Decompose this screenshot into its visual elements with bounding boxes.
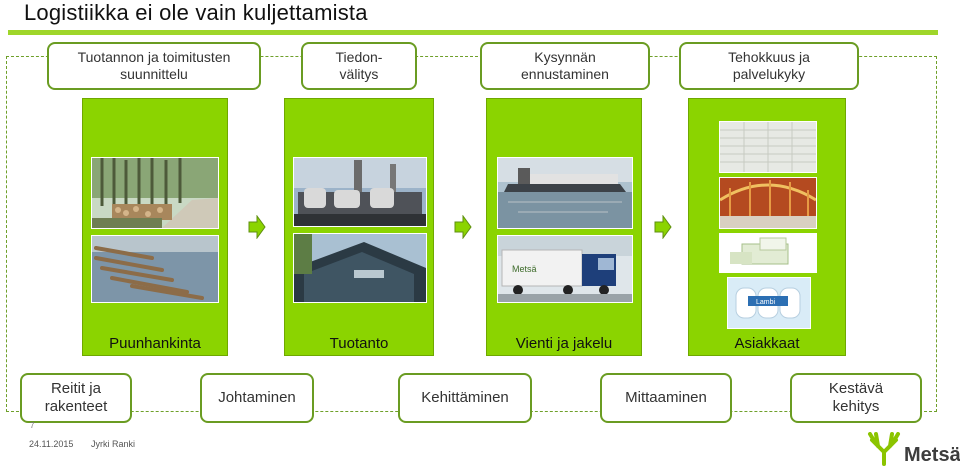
- stage-label: Vienti ja jakelu: [515, 335, 613, 352]
- svg-text:Metsä: Metsä: [512, 264, 537, 274]
- mill-photo: [293, 157, 427, 227]
- logs-water-photo: [91, 235, 219, 303]
- forest-road-photo: [91, 157, 219, 229]
- bottom-box-routes: Reitit ja rakenteet: [20, 373, 132, 423]
- slide-number: 7: [30, 421, 35, 430]
- ship-harbor-photo: [497, 157, 633, 229]
- stage-customers: Lambi Asiakkaat: [688, 98, 846, 356]
- packaging-photo: [719, 233, 817, 273]
- top-box-label: Tehokkuus ja palvelukyky: [728, 49, 810, 82]
- toilet-paper-photo: Lambi: [727, 277, 811, 329]
- bottom-box-label: Mittaaminen: [625, 389, 707, 406]
- top-box-label: Tuotannon ja toimitusten suunnittelu: [77, 49, 231, 82]
- stage-label: Puunhankinta: [109, 335, 201, 352]
- bottom-box-label: Kestävä kehitys: [828, 380, 884, 415]
- bottom-box-label: Johtaminen: [218, 389, 296, 406]
- stage-label: Asiakkaat: [734, 335, 800, 352]
- bottom-box-label: Reitit ja rakenteet: [44, 380, 108, 415]
- title-underline: [8, 30, 938, 35]
- bottom-box-measurement: Mittaaminen: [600, 373, 732, 423]
- footer-date: 24.11.2015: [29, 439, 74, 449]
- office-building-photo: [293, 233, 427, 303]
- stage-label: Tuotanto: [329, 335, 389, 352]
- paper-stacks-photo: [719, 121, 817, 173]
- footer-author: Jyrki Ranki: [91, 439, 136, 449]
- bottom-box-sustainability: Kestävä kehitys: [790, 373, 922, 423]
- top-box-planning: Tuotannon ja toimitusten suunnittelu: [47, 42, 261, 90]
- top-box-efficiency: Tehokkuus ja palvelukyky: [679, 42, 859, 90]
- bottom-box-management: Johtaminen: [200, 373, 314, 423]
- top-box-forecasting: Kysynnän ennustaminen: [480, 42, 650, 90]
- top-box-information: Tiedon- välitys: [301, 42, 417, 90]
- slide-title: Logistiikka ei ole vain kuljettamista: [24, 0, 368, 25]
- bottom-box-development: Kehittäminen: [398, 373, 532, 423]
- stage-export-distribution: Metsä Vienti ja jakelu: [486, 98, 642, 356]
- logo-text: Metsä: [904, 444, 960, 466]
- moose-antler-icon: [868, 432, 900, 466]
- svg-text:Lambi: Lambi: [756, 299, 776, 306]
- arrow-right-icon: [454, 215, 472, 239]
- bottom-box-label: Kehittäminen: [421, 389, 509, 406]
- arrow-right-icon: [654, 215, 672, 239]
- warehouse-photo: [719, 177, 817, 229]
- top-box-label: Kysynnän ennustaminen: [521, 49, 609, 82]
- stage-production: Tuotanto: [284, 98, 434, 356]
- top-box-label: Tiedon- välitys: [335, 49, 383, 82]
- arrow-right-icon: [248, 215, 266, 239]
- truck-photo: Metsä: [497, 235, 633, 303]
- stage-wood-procurement: Puunhankinta: [82, 98, 228, 356]
